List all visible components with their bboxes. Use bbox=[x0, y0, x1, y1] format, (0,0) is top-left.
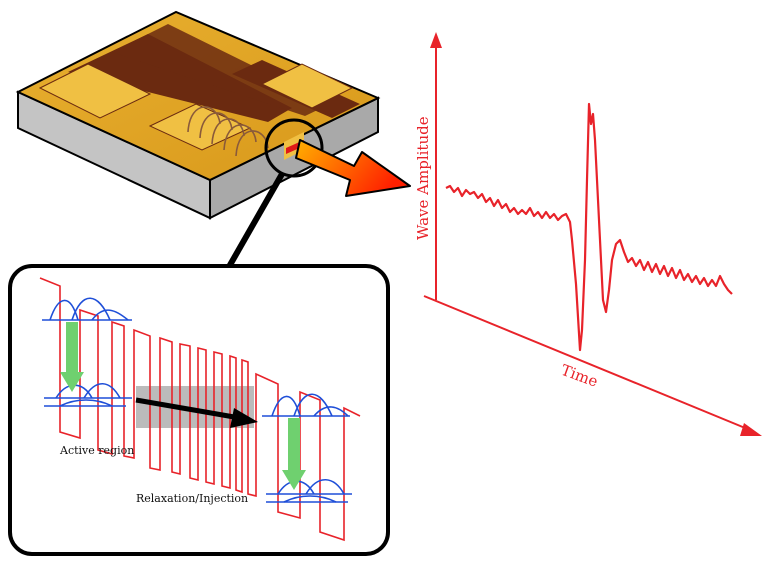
bond-wires bbox=[187, 106, 269, 157]
chip-trace-main bbox=[68, 34, 292, 122]
relaxation-injection-label: Relaxation/Injection bbox=[136, 492, 248, 505]
y-axis-arrowhead bbox=[430, 32, 442, 48]
time-axis-arrowhead bbox=[740, 423, 762, 436]
injection-arrow bbox=[135, 397, 258, 428]
magnifier-connector bbox=[223, 172, 285, 274]
qcl-chip bbox=[15, 10, 381, 220]
magnifier-circle bbox=[264, 118, 324, 178]
waveform-plot: Wave Amplitude Time bbox=[414, 32, 762, 436]
time-axis bbox=[423, 295, 751, 431]
wavefunctions-left bbox=[42, 297, 132, 407]
chip-pad-1 bbox=[38, 63, 152, 119]
emission-arrow bbox=[295, 139, 411, 197]
transition-arrow-right bbox=[282, 418, 306, 490]
wavefunctions-right bbox=[262, 393, 352, 503]
active-region-label: Active region bbox=[59, 444, 134, 457]
chip-pad-3 bbox=[260, 63, 354, 109]
transition-arrow-left bbox=[60, 322, 84, 392]
y-axis-label: Wave Amplitude bbox=[414, 116, 432, 240]
conduction-band bbox=[39, 277, 361, 542]
waveform-trace bbox=[445, 102, 733, 352]
band-diagram-inset: Active region Relaxation/Injection bbox=[8, 264, 390, 556]
